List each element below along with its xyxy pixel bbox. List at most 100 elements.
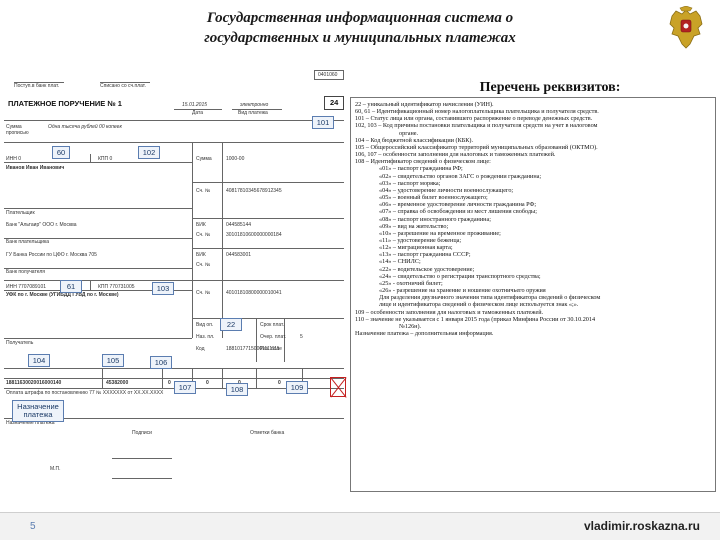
callout-61: 61 [60, 280, 82, 293]
form-code: 0401060 [318, 72, 338, 78]
payee-bank-label: Банк получателя [6, 269, 45, 275]
received-bank-label: Поступ.в банк плат. [14, 83, 60, 89]
id-type-item: «03» – паспорт моряка; [379, 179, 441, 187]
kbk-value: 18811630020016000140 [6, 380, 62, 386]
callout-60: 60 [52, 146, 70, 159]
payment-priority-label: Очер. плат. [260, 334, 287, 340]
payer-account-label: Сч. № [196, 188, 211, 194]
callout-109: 109 [286, 381, 308, 394]
payer-bank-label: Банк плательщика [6, 239, 50, 245]
payee-bank: ГУ Банка России по ЦФО г. Москва 705 [6, 252, 97, 258]
op-type-label: Вид оп. [196, 322, 214, 328]
callout-110-crossed-out [330, 377, 346, 397]
id-type-item: «22» – водительское удостоверение; [379, 265, 475, 273]
order-date: 15.01.2015 [182, 102, 208, 108]
sum-value: 1000-00 [226, 156, 245, 162]
id-type-item: «13» – паспорт гражданина СССР; [379, 251, 471, 259]
field-24-box: 24 [330, 98, 339, 107]
requisite-105: 105 – Общероссийский классификатор терри… [355, 143, 598, 151]
requisite-109: 109 – особенности заполнения для налогов… [355, 308, 544, 316]
double-headed-eagle-emblem-icon [669, 6, 703, 49]
id-type-item: «12» – миграционная карта; [379, 244, 453, 252]
callout-104: 104 [28, 354, 50, 367]
payer-name: Иванов Иван Иванович [6, 165, 65, 171]
id-type-item: «09» – вид на жительство; [379, 222, 449, 230]
callout-106: 106 [150, 356, 172, 369]
id-type-item: «25» - охотничий билет; [379, 279, 443, 287]
requisite-101: 101 – Статус лица или органа, составивше… [355, 115, 593, 123]
payment-order-title: ПЛАТЕЖНОЕ ПОРУЧЕНИЕ № 1 [8, 99, 122, 108]
id-type-item: «08» – паспорт иностранного гражданина; [379, 215, 491, 223]
payer-kpp-label: КПП 0 [98, 156, 113, 162]
requisite-108: 108 – Идентификатор сведений о физическо… [355, 158, 491, 166]
id-type-item: «01» – паспорт гражданина РФ; [379, 165, 463, 173]
id-type-item: «04» – удостоверение личности военнослуж… [379, 186, 514, 194]
callout-107: 107 [174, 381, 196, 394]
payment-term-label: Срок плат. [260, 322, 285, 328]
separator-note: Для разделения двузначного значения типа… [379, 294, 601, 302]
code-label: Код [196, 346, 205, 352]
requisite-60-61: 60, 61 – Идентификационный номер налогоп… [355, 108, 599, 116]
field-107-value: 0 [206, 380, 209, 386]
payment-priority: 5 [300, 334, 303, 340]
id-type-item: «02» – свидетельство органов ЗАГС о рожд… [379, 172, 542, 180]
requisite-104: 104 – Код бюджетной классификации (КБК). [355, 136, 473, 144]
callout-101: 101 [312, 116, 334, 129]
bik-label-2: БИК [196, 252, 206, 258]
payee-label: Получатель [6, 340, 34, 346]
sum-words-label: Сумма прописью [6, 124, 29, 136]
callout-108: 108 [226, 383, 248, 396]
purpose-text: Оплата штрафа по постановлению 77 № XXXX… [6, 390, 164, 396]
requisite-purpose: Назначение платежа – дополнительная инфо… [355, 330, 494, 337]
site-url: vladimir.roskazna.ru [583, 519, 700, 533]
id-type-item: «05» – военный билет военнослужащего; [379, 194, 488, 202]
purpose-label: Назначение платежа [6, 420, 55, 426]
callout-102: 102 [138, 146, 160, 159]
id-type-item: «14» – СНИЛС; [379, 258, 421, 266]
corr-account-label-2: Сч. № [196, 262, 211, 268]
uin-value: 18810177150001111111 [226, 346, 280, 352]
requisite-106-107: 106, 107 – особенности заполнения для на… [355, 151, 556, 159]
id-type-item: «11» – удостоверение беженца; [379, 236, 462, 244]
payer-label: Плательщик [6, 210, 35, 216]
requisite-22: 22 – уникальный идентификатор начисления… [355, 101, 494, 108]
bik-2: 044583001 [226, 252, 252, 258]
id-type-item: «26» - разрешение на хранение и ношение … [379, 287, 546, 295]
payment-order-form: Поступ.в банк плат. Списано со сч.плат. … [2, 68, 346, 508]
corr-account-1: 30101810600000000184 [226, 232, 282, 238]
signatures-label: Подписи [132, 430, 152, 436]
callout-22: 22 [220, 318, 242, 331]
id-type-item: «07» – справка об освобождении из мест л… [379, 208, 537, 216]
field-109-value: 0 [278, 380, 281, 386]
id-type-item: «10» – разрешение на временное проживани… [379, 229, 501, 237]
id-type-item: «24» – свидетельство о регистрации транс… [379, 272, 541, 280]
callout-105: 105 [102, 354, 124, 367]
requisite-102-103-cont: органе. [399, 129, 419, 137]
sum-words: Одна тысяча рублей 00 копеек [48, 124, 122, 130]
payee-kpp: КПП 770731005 [98, 284, 135, 290]
oktmo-value: 45382000 [106, 380, 129, 386]
requisites-list: 22 – уникальный идентификатор начисления… [350, 97, 716, 492]
payment-type-label: Вид платежа [238, 110, 268, 116]
requisite-102-103: 102, 103 – Код причины постановки плател… [355, 122, 598, 130]
payment-purpose-code-label: Наз. пл. [196, 334, 215, 340]
field-106-value: 0 [168, 380, 171, 386]
stamp-label: М.П. [50, 466, 61, 472]
callout-103: 103 [152, 282, 174, 295]
bik-1: 044585144 [226, 222, 252, 228]
requisite-110: 110 – значение не указывается с 1 января… [355, 315, 596, 323]
debited-label: Списано со сч.плат. [100, 83, 146, 89]
separator-note-cont: лице и идентификатора сведений о физичес… [379, 301, 579, 309]
payment-type: электронно [240, 102, 269, 108]
requisites-heading: Перечень реквизитов: [479, 80, 621, 95]
reserve-field-label: Рез. поле [260, 346, 282, 352]
bank-marks-label: Отметки банка [250, 430, 285, 436]
callout-purpose: Назначение платежа [12, 400, 64, 422]
footer-bar: 5 vladimir.roskazna.ru [0, 512, 720, 540]
payee-account: 40101810800000010041 [226, 290, 282, 296]
payee-name: УФК по г. Москве (УГИБДД ГУВД по г. Моск… [6, 292, 119, 298]
payer-bank: Банк "Альтаир" ООО г. Москва [6, 222, 77, 228]
requisite-110-cont: №126н). [399, 322, 422, 330]
bik-label-1: БИК [196, 222, 206, 228]
sum-label: Сумма [196, 156, 212, 162]
